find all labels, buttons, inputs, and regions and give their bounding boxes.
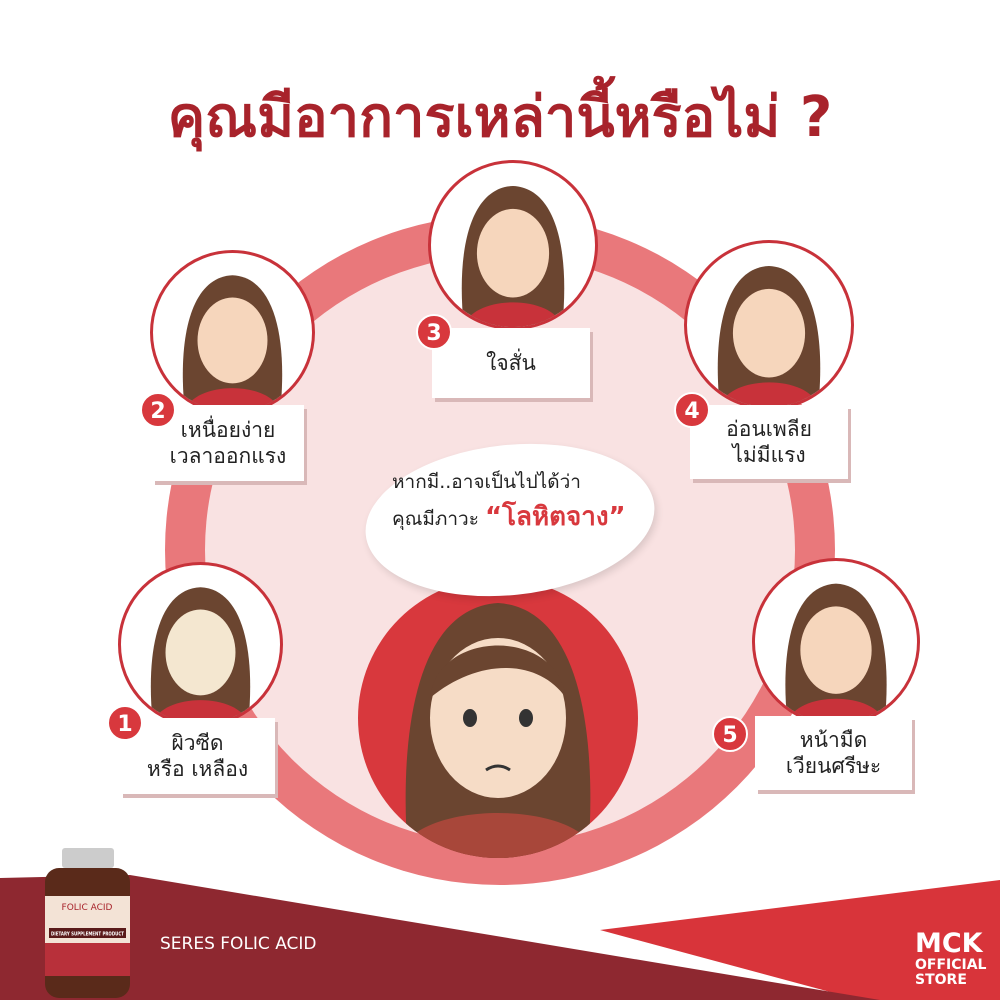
symptom-label-5: หน้ามืดเวียนศรีษะ [755, 716, 912, 790]
face-pale-skin [118, 562, 283, 727]
badge-2: 2 [140, 392, 176, 428]
symptom-3-line1: ใจสั่น [486, 350, 536, 375]
symptom-1-line2: หรือ เหลือง [146, 757, 249, 781]
store-line3: STORE [915, 972, 967, 989]
symptom-label-3: ใจสั่น [432, 328, 590, 398]
face-palpitation [428, 160, 598, 330]
product-bottle: FOLIC ACID DIETARY SUPPLEMENT PRODUCT [45, 848, 130, 998]
store-logo: MCK OFFICIAL STORE [915, 928, 987, 989]
symptom-2-line1: เหนื่อยง่าย [180, 417, 276, 442]
badge-4: 4 [674, 392, 710, 428]
anemia-highlight: “โลหิตจาง” [484, 502, 626, 533]
symptom-4-line1: อ่อนเพลีย [726, 416, 812, 441]
store-line2: OFFICIAL [915, 957, 987, 974]
page-title: คุณมีอาการเหล่านี้หรือไม่ ? [167, 85, 833, 150]
speech-text: หากมี..อาจเป็นไปได้ว่า คุณมีภาวะ “โลหิตจ… [392, 468, 626, 538]
symptom-1-line1: ผิวซีด [171, 730, 224, 755]
face-tired [150, 250, 315, 415]
symptom-4-line2: ไม่มีแรง [732, 443, 806, 467]
face-dizzy [752, 558, 920, 726]
symptom-label-4: อ่อนเพลียไม่มีแรง [690, 405, 848, 479]
symptom-label-1: ผิวซีดหรือ เหลือง [120, 718, 275, 794]
bottle-label: FOLIC ACID [62, 903, 113, 913]
symptom-2-line2: เวลาออกแรง [169, 444, 287, 468]
symptom-5-line2: เวียนศรีษะ [785, 754, 882, 778]
symptom-label-2: เหนื่อยง่ายเวลาออกแรง [152, 405, 304, 481]
speech-line-2: คุณมีภาวะ [392, 508, 479, 531]
bottle-subtitle: DIETARY SUPPLEMENT PRODUCT [51, 932, 124, 938]
store-line1: MCK [915, 928, 983, 959]
badge-5: 5 [712, 716, 748, 752]
face-weak [684, 240, 854, 410]
badge-3: 3 [416, 314, 452, 350]
symptom-5-line1: หน้ามืด [799, 727, 868, 752]
speech-line-1: หากมี..อาจเป็นไปได้ว่า [392, 471, 581, 493]
product-name: SERES FOLIC ACID [160, 934, 317, 954]
badge-1: 1 [107, 705, 143, 741]
main-character [358, 578, 638, 858]
